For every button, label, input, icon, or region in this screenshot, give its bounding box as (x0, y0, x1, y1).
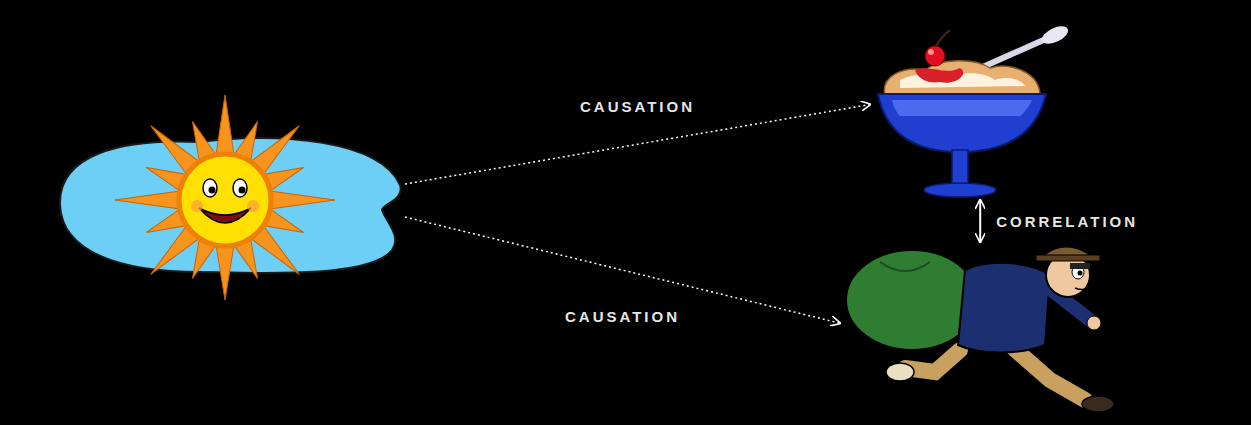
edge-label: CAUSATION (561, 307, 684, 326)
robber-illustration (846, 247, 1114, 413)
ice-cream-node (870, 28, 1060, 198)
sun-illustration (60, 95, 401, 300)
correlation-arrow (979, 200, 981, 242)
causation-arrow (405, 105, 870, 185)
edge-label: CORRELATION (992, 212, 1142, 231)
robber-node (840, 244, 1135, 420)
sun-node (55, 85, 405, 305)
ice-cream-illustration (878, 23, 1071, 197)
edge-label: CAUSATION (576, 97, 699, 116)
